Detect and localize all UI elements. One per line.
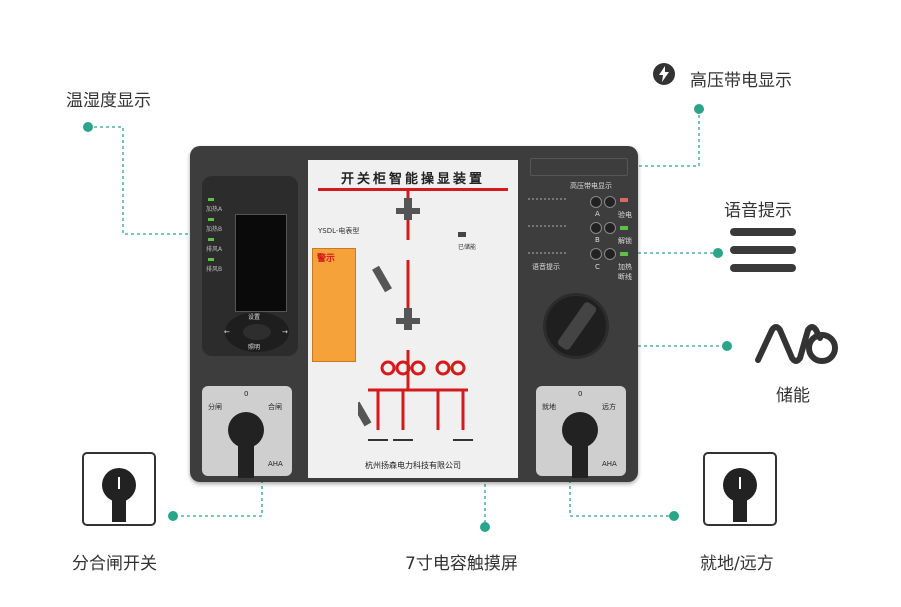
warning-sticker: 警示 <box>312 248 356 362</box>
touchscreen-panel[interactable]: 开关柜智能操显装置 YSDL-电表型 已储能 警示 <box>308 160 518 478</box>
key-left[interactable]: ← <box>224 328 230 336</box>
led-label-heat-a: 加热A <box>206 206 223 213</box>
callout-voice: 语音提示 <box>724 201 792 221</box>
open-label: 分闸 <box>208 403 222 411</box>
dot-temp <box>83 122 93 132</box>
device-panel: 加热A 加热B 排风A 排风B 设置 照明 ← → 开关柜智能操显装置 YSDL… <box>190 146 638 482</box>
brand-label-right: AHA <box>602 460 617 468</box>
dot-storage-end <box>722 341 732 351</box>
model-label: YSDL-电表型 <box>318 227 360 235</box>
test-label: 验电 <box>618 211 632 219</box>
dot-voice-end <box>713 248 723 258</box>
keypad <box>225 312 289 352</box>
led-label-heat-b: 加热B <box>206 226 223 233</box>
callout-open-close-switch: 分合闸开关 <box>72 554 157 574</box>
local-remote-switch[interactable]: 就地 0 远方 AHA <box>536 386 626 478</box>
dot-local-end <box>669 511 679 521</box>
open-close-switch[interactable]: 分闸 0 合闸 AHA <box>202 386 292 478</box>
close-label: 合闸 <box>268 403 282 411</box>
phase-a-label: A <box>595 210 600 218</box>
phase-b-label: B <box>595 236 600 244</box>
zero-label-left: 0 <box>244 390 249 398</box>
display-panel: 加热A 加热B 排风A 排风B 设置 照明 ← → <box>202 176 298 356</box>
heat-break-label: 加热断线 <box>618 263 632 281</box>
line-temp <box>88 126 248 235</box>
temp-humidity-lcd <box>235 214 287 312</box>
line-switch <box>173 450 263 517</box>
voice-label: 语音提示 <box>532 263 560 271</box>
dot-hv <box>694 104 704 114</box>
panel-title: 开关柜智能操显装置 <box>340 172 485 187</box>
dot-touch-end <box>480 522 490 532</box>
stored-energy-label: 已储能 <box>458 244 477 251</box>
callout-local-remote: 就地/远方 <box>700 554 774 574</box>
switch-knob-icon <box>82 452 156 526</box>
key-right[interactable]: → <box>282 328 288 336</box>
brand-label-left: AHA <box>268 460 283 468</box>
hv-live-label: 高压带电显示 <box>570 182 612 190</box>
storage-knob[interactable] <box>546 296 606 356</box>
callout-storage: 储能 <box>776 386 810 406</box>
single-line-diagram <box>358 190 473 441</box>
callout-hv-live: 高压带电显示 <box>690 71 792 91</box>
dot-switch-end <box>168 511 178 521</box>
remote-label: 远方 <box>602 403 616 411</box>
spring-icon <box>755 324 838 364</box>
key-set[interactable]: 设置 <box>248 314 261 321</box>
led-label-fan-a: 排风A <box>206 246 223 253</box>
speaker-icon <box>730 228 796 276</box>
led-label-fan-b: 排风B <box>206 266 223 273</box>
local-label: 就地 <box>542 403 556 411</box>
unlock-label: 解锁 <box>618 237 632 245</box>
local-remote-knob-icon <box>703 452 777 526</box>
company-name: 杭州扬森电力科技有限公司 <box>365 461 461 470</box>
lightning-icon <box>653 63 675 85</box>
callout-touchscreen: 7寸电容触摸屏 <box>405 554 518 574</box>
warning-title: 警示 <box>317 254 336 264</box>
phase-c-label: C <box>595 263 600 271</box>
callout-temp-humidity: 温湿度显示 <box>66 91 151 111</box>
key-light[interactable]: 照明 <box>248 344 261 351</box>
zero-label-right: 0 <box>578 390 583 398</box>
